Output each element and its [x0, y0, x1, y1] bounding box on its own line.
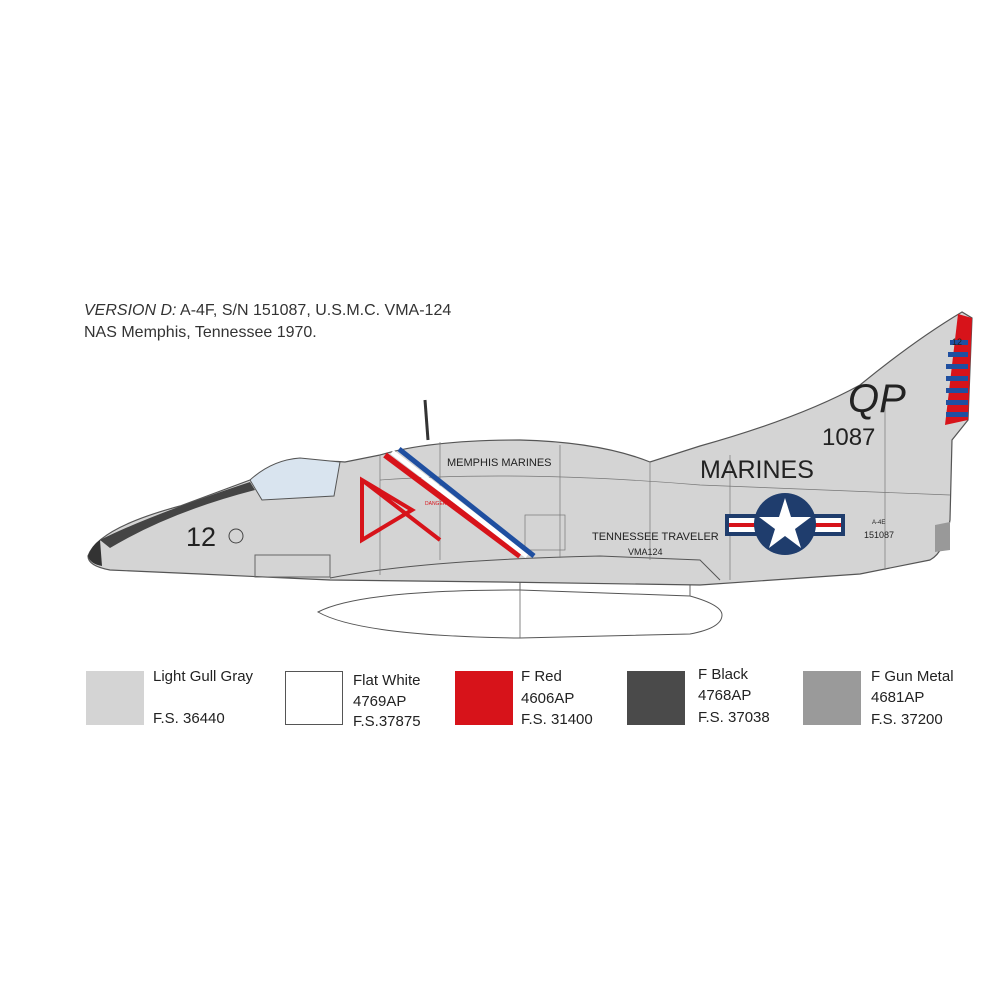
swatch-f-black	[627, 671, 685, 725]
color-fs: F.S. 37038	[698, 709, 770, 726]
tail-small-number: 12	[952, 337, 962, 347]
service-marking: MARINES	[700, 456, 814, 484]
color-fs: F.S.37875	[353, 713, 421, 730]
intake-warning-triangle	[360, 476, 442, 544]
serial-marking: 151087	[864, 530, 894, 540]
swatch-light-gull-gray	[86, 671, 144, 725]
color-fs: F.S. 36440	[153, 710, 225, 727]
color-name: F Black	[698, 666, 749, 683]
danger-marking: DANGER	[425, 501, 447, 507]
swatch-f-gun-metal	[803, 671, 861, 725]
nose-cone	[88, 540, 102, 566]
color-name: Light Gull Gray	[153, 668, 254, 685]
aircraft-name: TENNESSEE TRAVELER	[592, 531, 719, 543]
tail-number: 1087	[822, 424, 875, 451]
color-code: 4769AP	[353, 693, 407, 710]
canopy	[249, 457, 341, 501]
tail-code: QP	[848, 377, 906, 421]
type-marking: A-4E	[872, 520, 885, 526]
rudder-blue-stripes	[946, 340, 968, 417]
color-code: 4768AP	[698, 687, 752, 704]
swatch-f-red	[455, 671, 513, 725]
caption-line-2: NAS Memphis, Tennessee 1970.	[84, 324, 317, 341]
color-fs: F.S. 31400	[521, 711, 593, 728]
color-code: 4606AP	[521, 690, 575, 707]
national-insignia	[725, 493, 845, 555]
swatch-flat-white	[285, 671, 343, 725]
color-name: Flat White	[353, 672, 421, 689]
version-caption: VERSION D: A-4F, S/N 151087, U.S.M.C. VM…	[84, 300, 451, 344]
color-name: F Red	[521, 668, 562, 685]
color-fs: F.S. 37200	[871, 711, 943, 728]
version-label: VERSION D:	[84, 302, 177, 319]
color-code: 4681AP	[871, 689, 925, 706]
squadron-marking: VMA124	[628, 547, 663, 557]
color-name: F Gun Metal	[871, 668, 954, 685]
caption-line-1: VERSION D: A-4F, S/N 151087, U.S.M.C. VM…	[84, 302, 452, 319]
spine-marking: MEMPHIS MARINES	[447, 457, 552, 469]
nose-number: 12	[186, 522, 216, 552]
